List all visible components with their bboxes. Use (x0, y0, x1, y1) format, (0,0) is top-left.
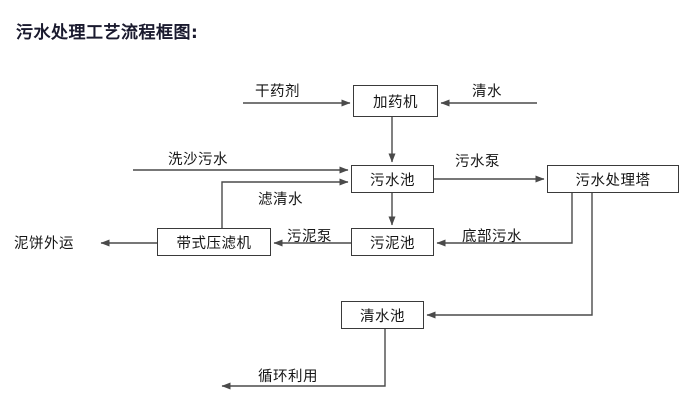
terminal-label-mud-cake-export: 泥饼外运 (14, 236, 74, 252)
edge-clear-water-pool-to-recycle (221, 329, 386, 390)
node-belt-filter-press[interactable]: 带式压滤机 (157, 228, 271, 256)
edge-label-sludge-pump: 污泥泵 (287, 229, 332, 245)
node-sewage-pool[interactable]: 污水池 (351, 165, 434, 193)
node-sludge-pool[interactable]: 污泥池 (351, 228, 434, 256)
node-label: 带式压滤机 (176, 235, 252, 252)
edge-label-bottom-sewage: 底部污水 (462, 229, 522, 245)
edge-filtered-water-to-sewage-pool (221, 178, 349, 228)
node-label: 加药机 (373, 94, 418, 111)
node-dosing-machine[interactable]: 加药机 (353, 85, 438, 117)
node-label: 清水池 (360, 308, 405, 325)
edge-label-recycle-use: 循环利用 (258, 369, 318, 385)
node-label: 污泥池 (370, 235, 415, 252)
node-label: 污水池 (370, 172, 415, 189)
edge-label-sewage-pump: 污水泵 (455, 154, 500, 170)
edge-label-filtered-water: 滤清水 (258, 192, 303, 208)
edge-label-clean-water: 清水 (472, 84, 502, 100)
node-label: 污水处理塔 (575, 172, 651, 189)
page-title: 污水处理工艺流程框图: (16, 23, 199, 43)
edge-tower-to-clear-water-pool (426, 193, 593, 319)
edge-label-sand-wash-sewage: 洗沙污水 (168, 152, 228, 168)
edge-tower-to-sludge-pool (436, 193, 573, 247)
edge-label-dry-agent: 干药剂 (255, 84, 300, 100)
node-treatment-tower[interactable]: 污水处理塔 (547, 165, 679, 193)
node-clear-water-pool[interactable]: 清水池 (341, 301, 424, 329)
